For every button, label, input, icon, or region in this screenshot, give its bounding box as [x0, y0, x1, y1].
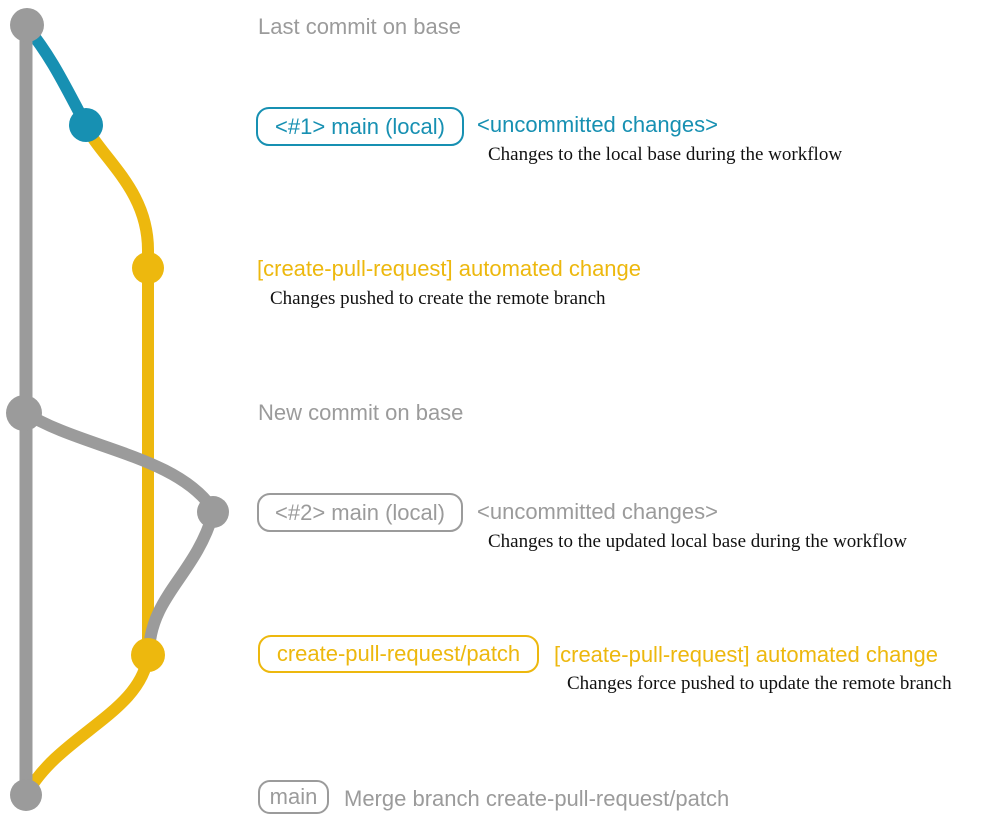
branch-badge-create-pull-request-patch: create-pull-request/patch — [258, 635, 539, 673]
commit-dot-base-1 — [10, 8, 44, 42]
commit-dot-base-2 — [6, 395, 42, 431]
commit-caption-1: Changes to the local base during the wor… — [488, 144, 843, 165]
merge-commit-message: Merge branch create-pull-request/patch — [344, 786, 730, 811]
branch-badge-main-local-1: <#1> main (local) — [256, 107, 464, 146]
commit-dot-create-pull-request-1 — [132, 252, 164, 284]
commit-dot-local-main-2 — [197, 496, 229, 528]
new-commit-on-base-label: New commit on base — [258, 400, 464, 425]
branch-badge-main: main — [258, 780, 329, 814]
local-main-branch-line-1 — [21, 21, 91, 129]
commit-message-uncommitted-changes-2: <uncommitted changes> — [477, 499, 718, 524]
commit-message-uncommitted-changes-1: <uncommitted changes> — [477, 112, 718, 137]
local-main-branch-line-2-in — [143, 508, 219, 656]
commit-message-automated-change-1: [create-pull-request] automated change — [257, 256, 642, 281]
commit-caption-3: Changes to the updated local base during… — [488, 531, 907, 552]
commit-message-automated-change-2: [create-pull-request] automated change — [554, 642, 939, 667]
commit-caption-2: Changes pushed to create the remote bran… — [270, 288, 606, 309]
commit-caption-4: Changes force pushed to update the remot… — [567, 673, 952, 694]
branch-badge-main-local-2: <#2> main (local) — [257, 493, 463, 532]
local-main-branch-line-2-out — [18, 406, 218, 514]
commit-dot-merge — [10, 779, 42, 811]
commit-dot-local-main-1 — [69, 108, 103, 142]
commit-dot-create-pull-request-2 — [131, 638, 165, 672]
last-commit-on-base-label: Last commit on base — [258, 14, 461, 39]
